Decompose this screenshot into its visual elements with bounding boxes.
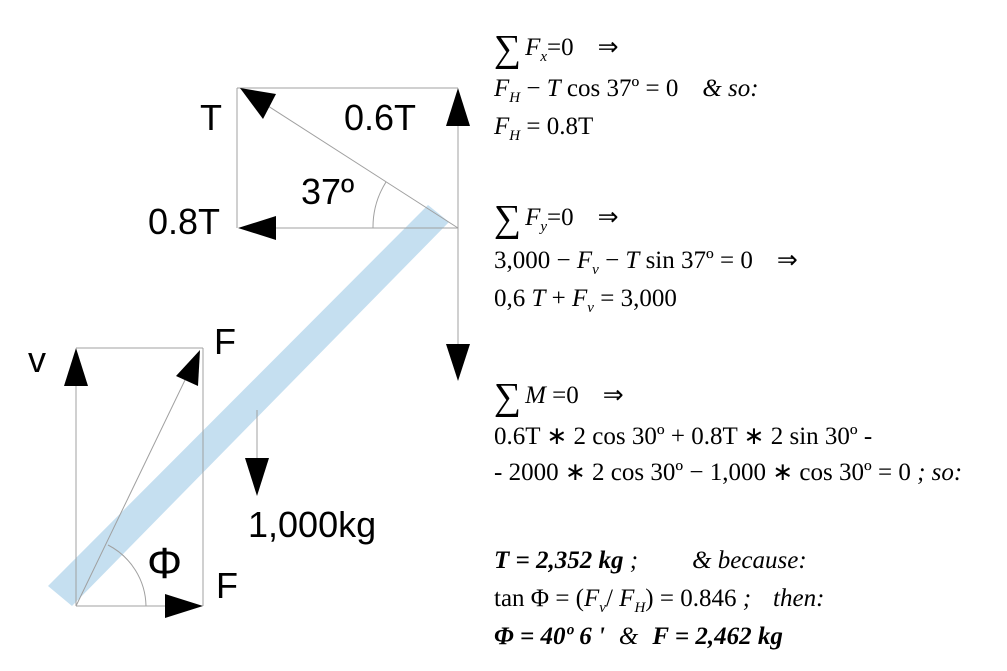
eq-term: ) = 0.846 xyxy=(645,585,737,612)
eq-sum-fx: ∑Fx=0 ⇒ xyxy=(494,30,619,68)
eq-fx-line: FH − T cos 37º = 0 & so: xyxy=(494,76,759,106)
eq-term: F xyxy=(584,585,600,612)
eq-term: & xyxy=(618,623,639,650)
eq-term: T xyxy=(546,75,561,102)
angle-arc-37 xyxy=(372,181,387,229)
eq-term: − xyxy=(598,247,626,274)
right-arrow-F-icon xyxy=(165,594,203,618)
eq-term: + xyxy=(545,285,573,312)
label-0.6T: 0.6T xyxy=(344,97,416,138)
eq-term: cos 37º = 0 xyxy=(560,75,679,102)
eq-fy-line1: 3,000 − Fv − T sin 37º = 0 ⇒ xyxy=(494,248,798,278)
implies-arrow: ⇒ xyxy=(597,204,619,231)
eq-subscript: H xyxy=(509,90,521,106)
eq-term: ; xyxy=(736,585,752,612)
eq-subscript: H xyxy=(509,128,521,144)
down-arrow-weight-icon xyxy=(245,458,269,496)
eq-term: ; xyxy=(623,547,639,574)
eq-fy-line2: 0,6 T + Fv = 3,000 xyxy=(494,286,677,316)
eq-term: / xyxy=(605,585,620,612)
eq-term: F xyxy=(525,204,541,231)
eq-sum-m: ∑M =0 ⇒ xyxy=(494,378,624,416)
eq-term: 3,000 − xyxy=(494,247,577,274)
eq-note: & so: xyxy=(702,75,759,102)
eq-note: & because: xyxy=(692,547,807,574)
eq-term: = 0.8T xyxy=(520,113,594,140)
eq-tan-line: tan Φ = (Fv/ FH) = 0.846 ;then: xyxy=(494,586,824,616)
eq-term: - 2000 ∗ 2 cos 30º − 1,000 ∗ cos 30º = 0 xyxy=(494,459,911,486)
eq-fh-line: FH = 0.8T xyxy=(494,114,593,144)
eq-subscript: x xyxy=(540,49,548,65)
tension-arrow-icon xyxy=(240,88,276,119)
eq-term: − xyxy=(520,75,547,102)
eq-term: =0 xyxy=(545,382,579,409)
eq-term: tan Φ = ( xyxy=(494,585,584,612)
tension-line xyxy=(239,87,459,229)
eq-subscript: y xyxy=(540,219,548,235)
implies-arrow: ⇒ xyxy=(597,34,619,61)
eq-subscript: v xyxy=(599,600,606,616)
eq-term: = 3,000 xyxy=(593,285,677,312)
up-arrow-0.6T-icon xyxy=(446,88,470,126)
eq-term: sin 37º = 0 xyxy=(639,247,753,274)
sigma-symbol: ∑ xyxy=(494,198,522,240)
eq-note: ; so: xyxy=(910,459,963,486)
label-F-resultant: F xyxy=(214,321,236,362)
implies-arrow: ⇒ xyxy=(602,382,624,409)
label-v: v xyxy=(28,339,46,380)
label-1000kg: 1,000kg xyxy=(248,504,376,545)
eq-result-phi: Φ = 40º 6 '&F = 2,462 kg xyxy=(494,624,783,649)
eq-note: then: xyxy=(773,585,825,612)
eq-subscript: H xyxy=(634,600,646,616)
eq-term: T xyxy=(625,247,640,274)
label-phi: Φ xyxy=(147,539,182,588)
eq-term: F xyxy=(576,247,593,274)
eq-m-line1: 0.6T ∗ 2 cos 30º + 0.8T ∗ 2 sin 30º - xyxy=(494,423,873,450)
eq-term: F xyxy=(619,585,635,612)
resultant-arrow-icon xyxy=(176,350,200,386)
sigma-symbol: ∑ xyxy=(494,376,522,418)
eq-sum-fy: ∑Fy=0 ⇒ xyxy=(494,200,619,238)
eq-term: M xyxy=(525,382,546,409)
eq-term: F xyxy=(494,113,510,140)
beam xyxy=(48,205,449,606)
eq-m-line2: - 2000 ∗ 2 cos 30º − 1,000 ∗ cos 30º = 0… xyxy=(494,460,962,485)
eq-subscript: v xyxy=(592,262,599,278)
label-T: T xyxy=(200,97,222,138)
eq-term: 0,6 xyxy=(494,285,532,312)
left-arrow-0.8T-icon xyxy=(238,216,276,240)
eq-subscript: v xyxy=(587,300,594,316)
angle-arc-phi xyxy=(107,544,147,607)
label-F-horizontal: F xyxy=(216,565,238,606)
eq-term: F xyxy=(494,75,510,102)
eq-result: F = 2,462 kg xyxy=(652,623,783,650)
resultant-line xyxy=(75,377,187,607)
eq-term: T xyxy=(531,285,546,312)
eq-result: Φ = 40º 6 ' xyxy=(494,623,605,650)
eq-term: =0 xyxy=(547,204,574,231)
eq-result-t: T = 2,352 kg ; & because: xyxy=(494,548,807,573)
sigma-symbol: ∑ xyxy=(494,28,522,70)
eq-result: T = 2,352 kg xyxy=(494,547,624,574)
eq-term: =0 xyxy=(547,34,574,61)
implies-arrow: ⇒ xyxy=(776,247,798,274)
eq-term: F xyxy=(572,285,588,312)
up-arrow-v-icon xyxy=(64,348,88,386)
down-arrow-icon xyxy=(446,344,470,381)
label-0.8T: 0.8T xyxy=(148,201,220,242)
eq-term: F xyxy=(525,34,541,61)
label-37deg: 37º xyxy=(301,171,354,212)
